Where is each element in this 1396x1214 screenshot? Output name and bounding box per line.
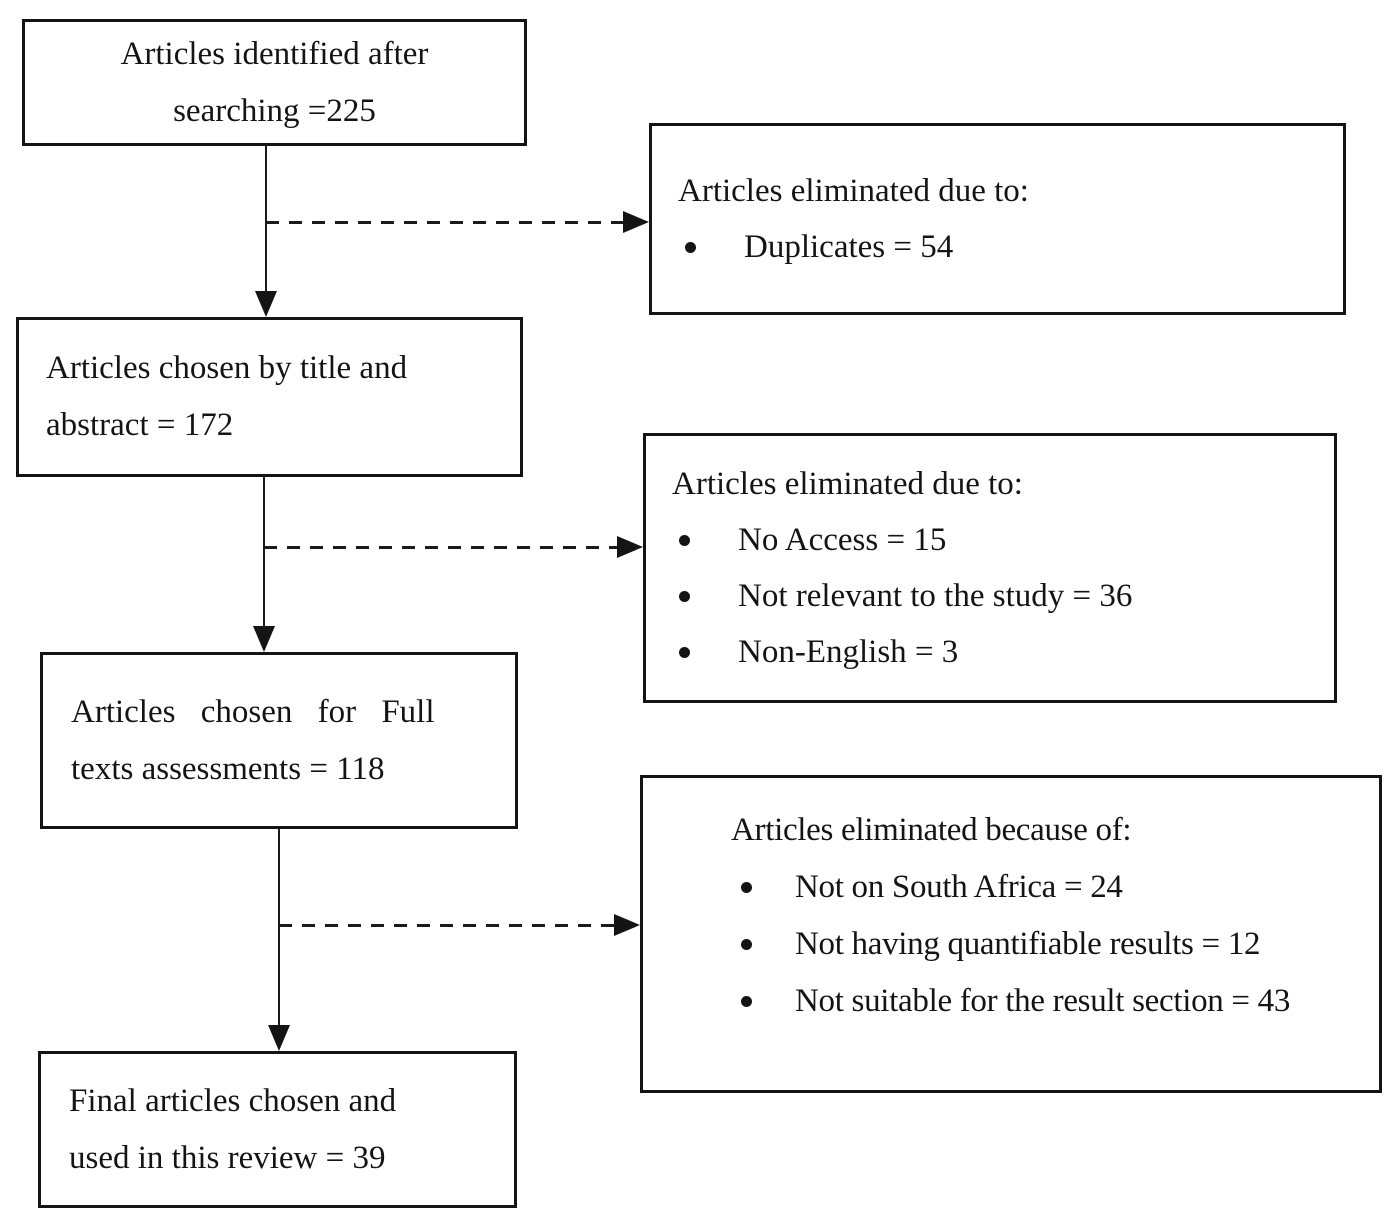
arrow-down-icon: [268, 1025, 290, 1051]
bullet-text: No Access = 15: [738, 522, 947, 558]
box-fulltext-assessment: Articles chosen for Full texts assessmen…: [40, 652, 518, 829]
list-item: Non-English = 3: [646, 624, 1334, 680]
bullet-icon: [741, 939, 752, 950]
box-eliminated-duplicates-header: Articles eliminated due to:: [678, 173, 1029, 209]
box-final-articles: Final articles chosen and used in this r…: [38, 1051, 517, 1208]
box-articles-identified-line1: Articles identified after: [120, 35, 429, 72]
arrow-identified-to-title-line: [265, 146, 267, 291]
box-articles-identified: Articles identified after searching =225: [22, 19, 527, 146]
bullet-icon: [679, 590, 690, 602]
box-title-abstract-line1: Articles chosen by title and: [46, 350, 408, 386]
list-item: No Access = 15: [646, 512, 1334, 568]
list-item: Not having quantifiable results = 12: [643, 916, 1379, 973]
box-eliminated-duplicates: Articles eliminated due to: Duplicates =…: [649, 123, 1346, 315]
arrow-title-to-fulltext-line: [263, 477, 265, 626]
bullet-icon: [679, 646, 690, 658]
list-item: Not relevant to the study = 36: [646, 568, 1334, 624]
arrow-right-icon: [614, 914, 640, 936]
box-articles-identified-line2: searching =225: [173, 92, 376, 129]
dashed-arrow-to-screening-line: [264, 546, 617, 549]
bullet-text: Not relevant to the study = 36: [738, 578, 1133, 614]
box-final-articles-line2: used in this review = 39: [69, 1139, 386, 1176]
box-eliminated-screening: Articles eliminated due to: No Access = …: [643, 433, 1337, 703]
bullet-text: Not having quantifiable results = 12: [795, 926, 1261, 962]
box-fulltext-assessment-line1: Articles chosen for Full: [71, 693, 435, 730]
box-final-articles-line1: Final articles chosen and: [69, 1082, 397, 1119]
arrow-down-icon: [255, 291, 277, 317]
list-item: Not on South Africa = 24: [643, 859, 1379, 916]
arrow-right-icon: [623, 211, 649, 233]
bullet-text: Duplicates = 54: [744, 229, 954, 265]
box-fulltext-assessment-line2: texts assessments = 118: [71, 750, 385, 787]
box-eliminated-fulltext: Articles eliminated because of: Not on S…: [640, 775, 1382, 1093]
dashed-arrow-to-fulltext-exclusions-line: [279, 924, 614, 927]
bullet-icon: [679, 534, 690, 546]
box-eliminated-screening-header: Articles eliminated due to:: [672, 466, 1023, 502]
bullet-text: Not on South Africa = 24: [795, 869, 1123, 905]
box-title-abstract-line2: abstract = 172: [46, 407, 234, 443]
list-item: Duplicates = 54: [652, 219, 1343, 275]
arrow-right-icon: [617, 536, 643, 558]
bullet-text: Not suitable for the result section = 43: [795, 983, 1291, 1019]
bullet-text: Non-English = 3: [738, 634, 959, 670]
list-item: Not suitable for the result section = 43: [643, 973, 1379, 1030]
arrow-down-icon: [253, 626, 275, 652]
bullet-icon: [741, 882, 752, 893]
box-eliminated-fulltext-header: Articles eliminated because of:: [731, 812, 1132, 848]
bullet-icon: [741, 996, 752, 1007]
box-title-abstract: Articles chosen by title and abstract = …: [16, 317, 523, 477]
dashed-arrow-to-duplicates-line: [266, 221, 623, 224]
arrow-fulltext-to-final-line: [278, 829, 280, 1025]
bullet-icon: [685, 241, 696, 253]
